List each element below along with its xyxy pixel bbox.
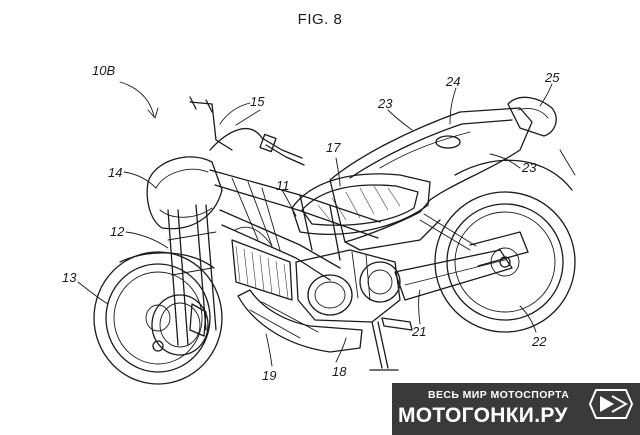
tail-light — [507, 96, 557, 137]
part-label-19: 19 — [262, 368, 276, 383]
front-wheel — [93, 251, 223, 385]
part-label-23-top: 23 — [377, 96, 393, 111]
part-label-23-right: 23 — [521, 160, 537, 175]
watermark-site-name: МОТОГОНКИ.РУ — [398, 404, 568, 427]
part-label-17: 17 — [326, 140, 341, 155]
part-label-25: 25 — [544, 70, 560, 85]
figure-title: FIG. 8 — [298, 11, 343, 28]
part-label-22: 22 — [531, 334, 547, 349]
tank-seat-body — [329, 107, 533, 251]
assembly-ref-arrow — [119, 81, 155, 117]
exhaust-cowl — [237, 289, 363, 353]
rear-fender-stay — [559, 149, 576, 176]
part-label-21: 21 — [411, 324, 426, 339]
swingarm — [394, 231, 529, 301]
assembly-ref-arrowhead — [147, 107, 159, 119]
side-stand — [369, 317, 413, 371]
part-label-13: 13 — [62, 270, 77, 285]
leader-lines — [77, 83, 553, 367]
part-label-14: 14 — [108, 165, 122, 180]
radiator — [231, 239, 293, 301]
front-fork — [167, 204, 217, 346]
watermark-logo-icon — [588, 389, 634, 419]
assembly-ref-label: 10B — [92, 63, 115, 78]
part-label-15: 15 — [250, 94, 265, 109]
rear-wheel — [434, 191, 576, 333]
handlebars — [189, 96, 305, 166]
part-label-11: 11 — [276, 178, 290, 193]
front-brake-disc — [151, 294, 209, 356]
engine — [295, 249, 401, 323]
watermark-background — [392, 383, 640, 435]
storage-box — [291, 173, 431, 235]
watermark: ВЕСЬ МИР МОТОСПОРТА МОТОГОНКИ.РУ — [392, 383, 640, 435]
rear-fender — [454, 159, 573, 191]
part-label-24: 24 — [445, 74, 460, 89]
watermark-tagline: ВЕСЬ МИР МОТОСПОРТА — [428, 389, 569, 401]
part-label-18: 18 — [332, 364, 347, 379]
headlight-cowl — [146, 156, 223, 230]
frame — [209, 169, 381, 281]
rear-shock — [419, 213, 477, 251]
part-label-12: 12 — [110, 224, 125, 239]
front-fender — [119, 252, 215, 269]
